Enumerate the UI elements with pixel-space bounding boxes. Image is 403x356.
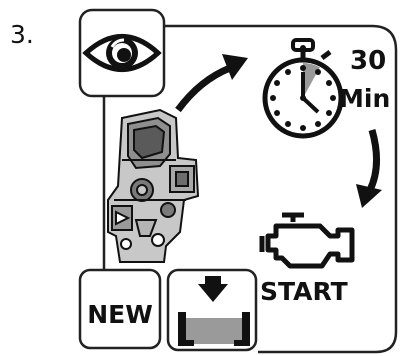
- clock-tick: [300, 125, 306, 131]
- process-frame: [164, 24, 398, 354]
- arrow-to-engine: [356, 129, 382, 208]
- timer-value: 30: [350, 46, 387, 76]
- clock-tick: [315, 120, 321, 127]
- clock-tick: [300, 65, 306, 71]
- new-part-box: [78, 268, 162, 350]
- engine-start-label: START: [260, 277, 348, 306]
- clock-tick: [325, 110, 332, 116]
- clock-tick: [274, 80, 281, 86]
- stopwatch-icon: [262, 38, 344, 139]
- valve-body-part: [107, 108, 200, 263]
- new-part-label: NEW: [87, 300, 153, 329]
- eye-icon: [78, 8, 166, 98]
- arrow-to-timer: [175, 54, 248, 113]
- timer-unit: Min: [339, 84, 391, 113]
- clock-tick: [285, 120, 291, 127]
- clock-tick: [270, 95, 276, 101]
- engine-icon: [259, 212, 355, 269]
- clock-tick: [274, 110, 281, 116]
- install-down-icon: [166, 268, 258, 352]
- clock-tick: [315, 69, 321, 76]
- clock-tick: [325, 80, 332, 86]
- clock-tick: [330, 95, 336, 101]
- step-number: 3.: [10, 20, 34, 49]
- clock-tick-marks: [270, 65, 336, 131]
- clock-tick: [285, 69, 291, 76]
